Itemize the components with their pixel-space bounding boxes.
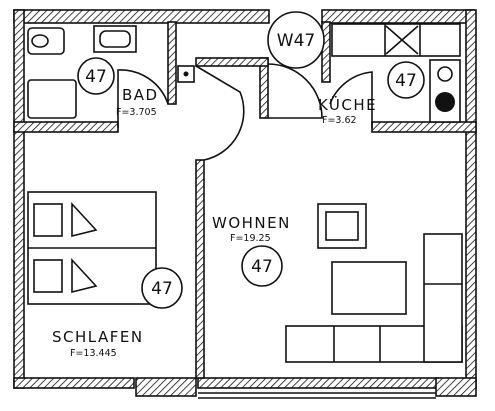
tag-bubble-wall: W47	[267, 11, 325, 69]
sofa-corner	[423, 233, 463, 363]
room-area-wohnen: F=19.25	[230, 233, 271, 244]
kitchen-bottom-wall	[371, 121, 477, 133]
bath-right-wall	[167, 21, 177, 105]
tag-bubble-schlafen: 47	[141, 267, 183, 309]
tag-bubble-wohnen: 47	[241, 245, 283, 287]
pillow	[33, 203, 63, 237]
top-wall-right	[321, 9, 475, 24]
room-name-wohnen: WOHNEN	[212, 214, 291, 232]
pillow	[33, 259, 63, 293]
tag-bubble-kueche: 47	[387, 61, 425, 99]
toilet-bowl	[31, 34, 49, 48]
tag-text-schlafen: 47	[151, 279, 173, 299]
shaft-dot	[183, 71, 189, 77]
coffee-table	[331, 261, 407, 315]
kitchen-counter	[331, 23, 461, 57]
interior-walls	[13, 21, 477, 379]
burner-icon	[437, 66, 453, 82]
bottom-wall-2	[135, 377, 197, 397]
bottom-wall-4	[435, 377, 477, 397]
bottom-wall-3	[197, 377, 439, 389]
shower-tray	[27, 79, 77, 119]
corridor-top-wall	[195, 57, 269, 67]
room-name-bad: BAD	[122, 86, 159, 104]
armchair-seat	[325, 211, 359, 241]
tag-text-wall: W47	[277, 31, 315, 51]
bedroom-furniture	[27, 191, 157, 305]
blanket-fold	[71, 257, 98, 294]
tag-bubble-bad: 47	[77, 57, 115, 95]
tag-text-wohnen: 47	[251, 257, 273, 277]
bath-fixtures	[27, 25, 195, 128]
entry-door-swing	[195, 65, 245, 161]
toilet	[27, 27, 65, 55]
room-area-bad: F=3.705	[116, 107, 157, 118]
bedroom-wall	[195, 159, 205, 379]
room-area-schlafen: F=13.445	[70, 348, 117, 359]
room-area-kueche: F=3.62	[322, 115, 357, 126]
room-name-kueche: KÜCHE	[318, 95, 377, 114]
top-wall-left	[13, 9, 270, 24]
bath-door-swing	[117, 69, 169, 128]
bottom-wall-1	[13, 377, 135, 389]
kitchen-passage-swing	[267, 63, 323, 119]
outer-walls	[13, 9, 477, 399]
left-wall	[13, 9, 25, 389]
washbasin-bowl	[99, 30, 131, 48]
corridor-wall	[259, 57, 269, 119]
bath-bottom-wall	[13, 121, 119, 133]
living-furniture	[285, 203, 463, 363]
corridor-doors	[195, 63, 323, 161]
kitchen-fixtures	[329, 23, 461, 128]
appliance-cross	[385, 25, 419, 55]
tag-text-bad: 47	[85, 67, 107, 87]
right-wall	[465, 9, 477, 389]
burner-icon	[435, 92, 455, 112]
kitchen-door-swing	[329, 71, 373, 128]
room-name-schlafen: SCHLAFEN	[52, 328, 144, 346]
stove	[429, 59, 461, 123]
blanket-fold	[71, 201, 98, 238]
tag-text-kueche: 47	[395, 71, 417, 91]
